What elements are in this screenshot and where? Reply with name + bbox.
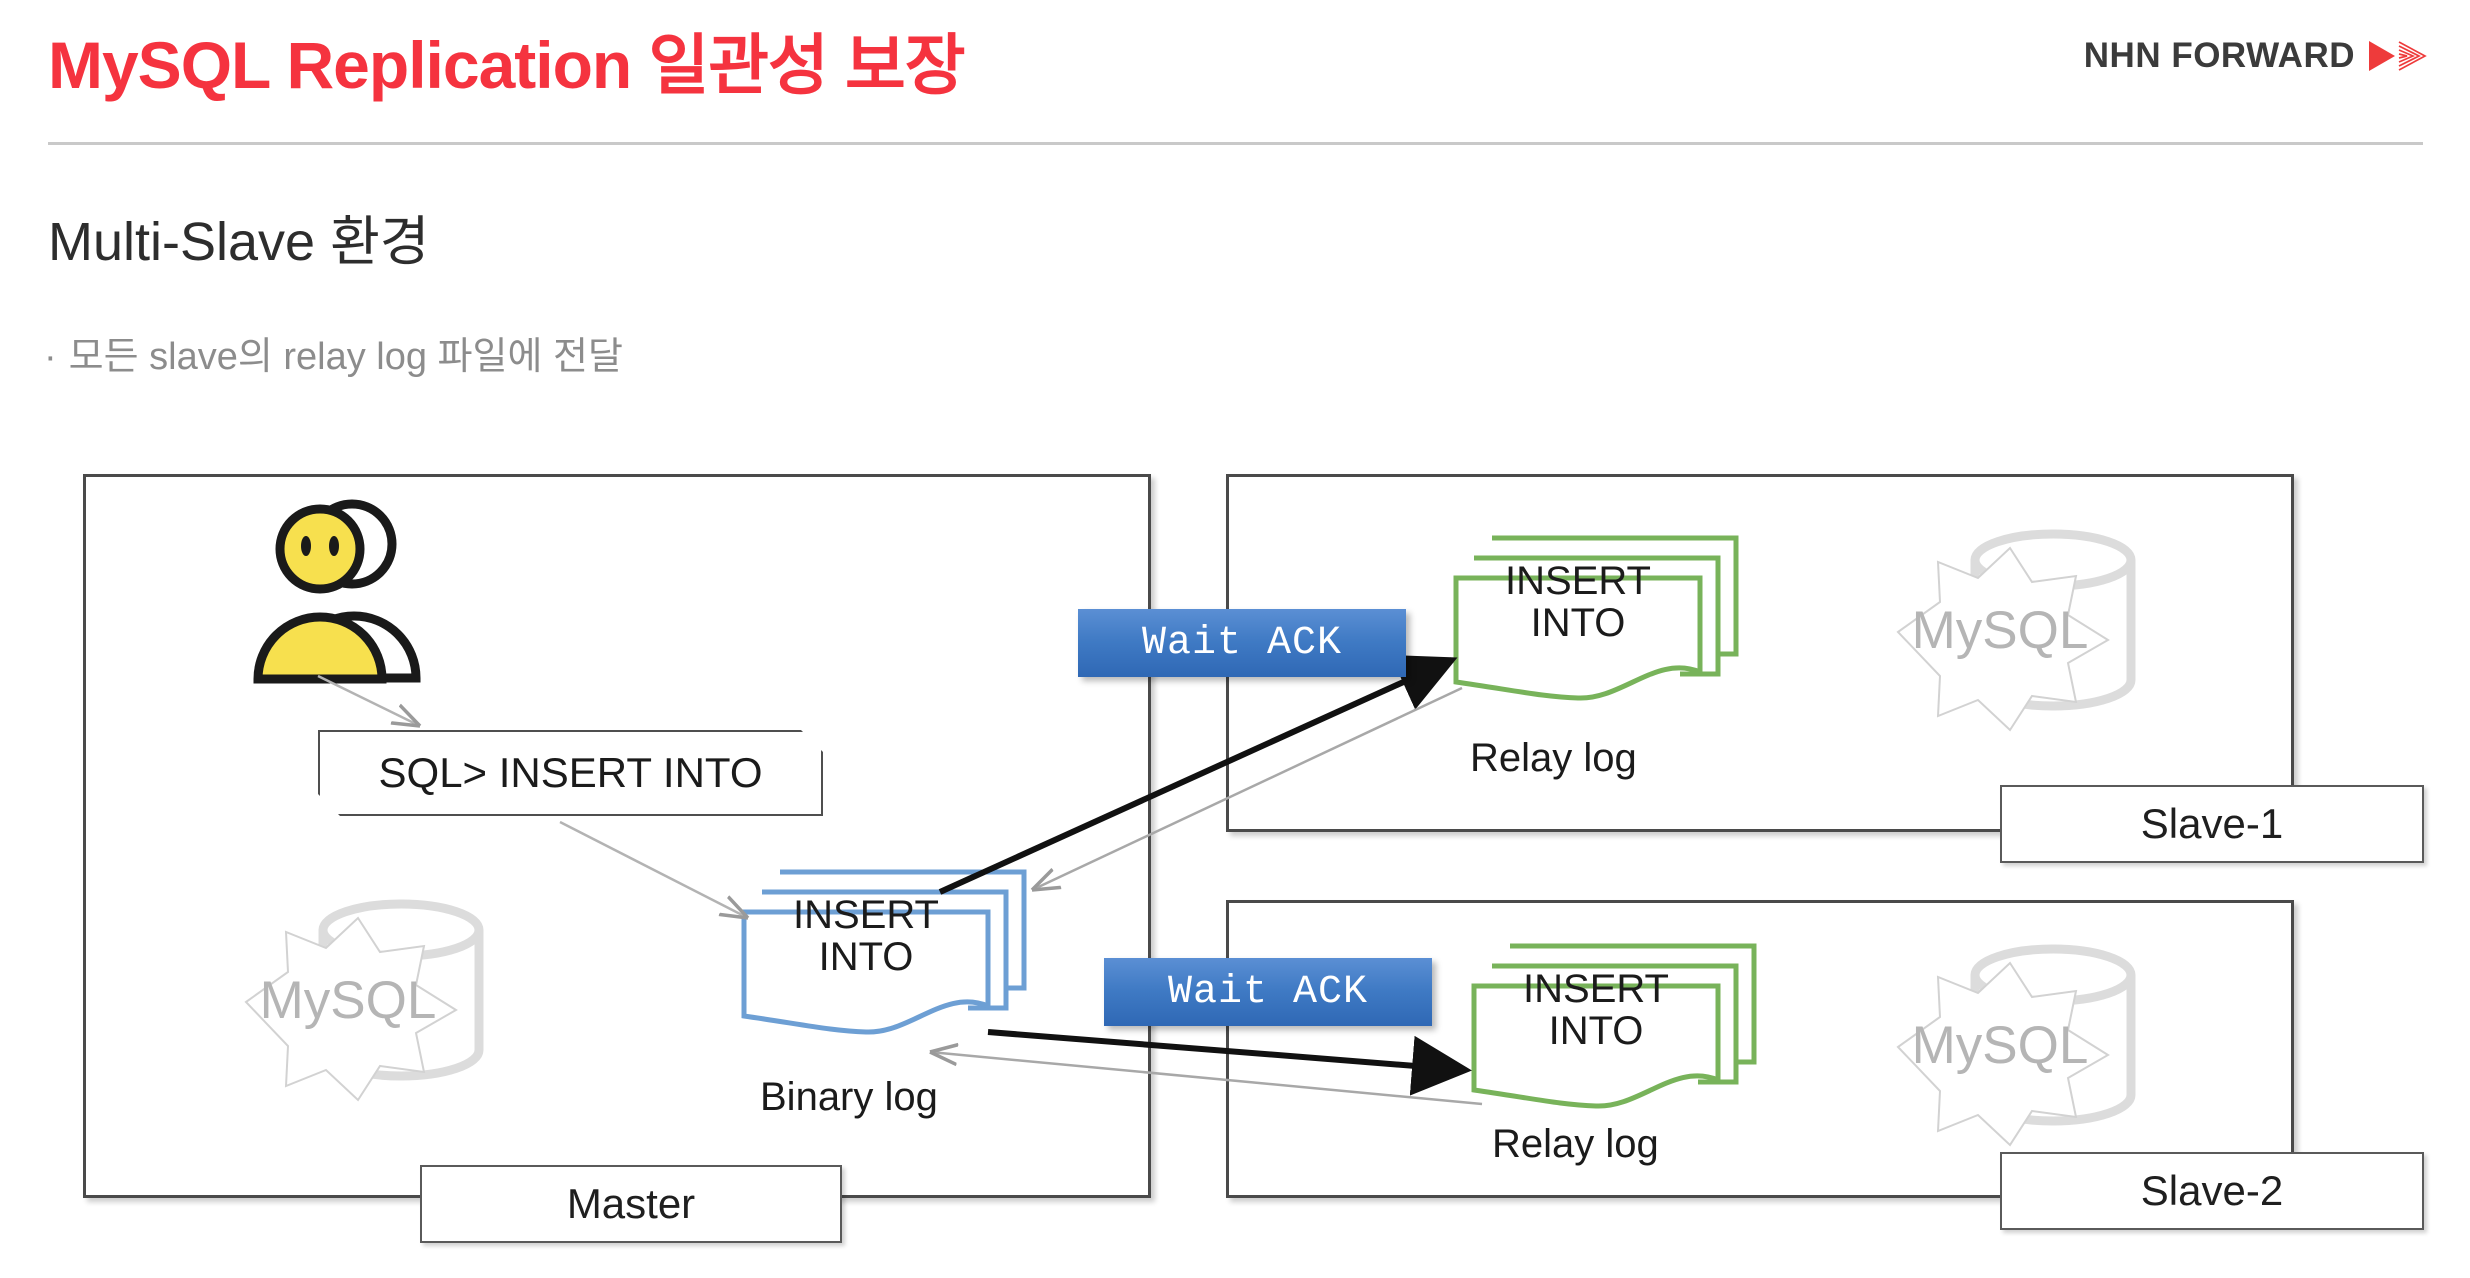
mysql-db-watermark-slave2: MySQL — [1896, 944, 2136, 1147]
relay-log-caption-slave2: Relay log — [1492, 1122, 1659, 1166]
sql-callout-shape — [318, 730, 823, 816]
relay-log-shape-slave2 — [1471, 943, 1757, 1109]
bullet-marker: · — [44, 336, 57, 378]
section-heading: Multi-Slave 환경 — [48, 212, 430, 272]
relay-log-stack-slave1: INSERT INTO — [1452, 532, 1742, 712]
bullet-item: · 모든 slave의 relay log 파일에 전달 — [44, 325, 623, 380]
relay-log-stack-slave2: INSERT INTO — [1470, 940, 1760, 1120]
bullet-text: 모든 slave의 relay log 파일에 전달 — [68, 336, 623, 378]
mysql-watermark-text: MySQL — [1912, 601, 2089, 660]
slave2-role-label: Slave-2 — [2000, 1152, 2424, 1230]
page-title: MySQL Replication 일관성 보장 — [48, 28, 965, 102]
binary-log-caption: Binary log — [760, 1075, 938, 1119]
header-divider — [48, 142, 2423, 145]
mysql-watermark-text: MySQL — [260, 971, 437, 1030]
binary-log-shape — [741, 869, 1027, 1035]
triangle-striped-icon — [2398, 41, 2427, 71]
triangle-solid-icon — [2369, 41, 2395, 71]
mysql-db-watermark-master: MySQL — [244, 899, 484, 1102]
master-role-label: Master — [420, 1165, 842, 1243]
relay-log-caption-slave1: Relay log — [1470, 736, 1637, 780]
sql-callout-text: SQL> INSERT INTO — [378, 749, 763, 796]
wait-ack-badge-slave2: Wait ACK — [1104, 958, 1432, 1026]
binary-log-stack: INSERT INTO — [740, 866, 1030, 1046]
slave1-role-label: Slave-1 — [2000, 785, 2424, 863]
brand-arrows — [2369, 40, 2428, 72]
relay-log-shape-slave1 — [1453, 535, 1739, 701]
user-person-icon — [253, 499, 421, 684]
mysql-watermark-text: MySQL — [1912, 1016, 2089, 1075]
nhn-forward-logo: NHN FORWARD — [2084, 36, 2428, 76]
wait-ack-badge-slave1: Wait ACK — [1078, 609, 1406, 677]
mysql-db-watermark-slave1: MySQL — [1896, 529, 2136, 732]
sql-statement-callout: SQL> INSERT INTO — [318, 730, 823, 816]
brand-text: NHN FORWARD — [2083, 36, 2355, 75]
